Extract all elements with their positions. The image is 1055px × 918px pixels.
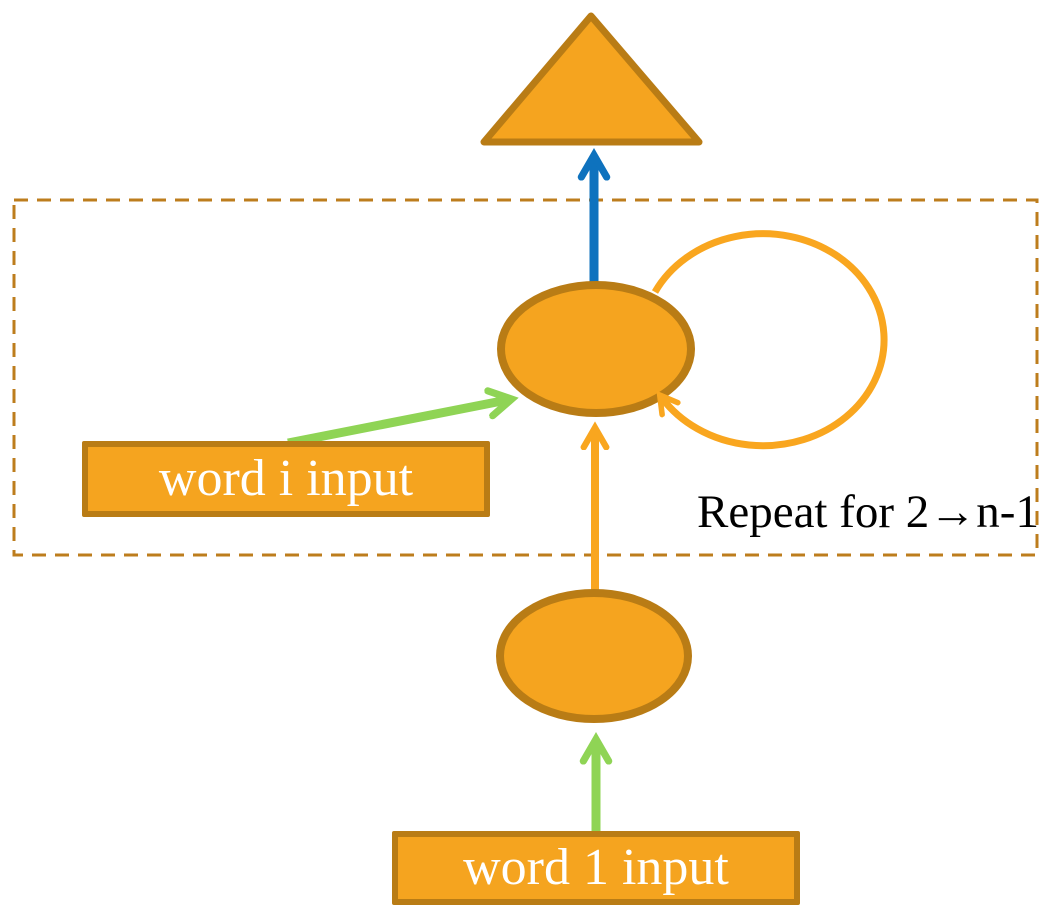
output-triangle (480, 12, 703, 146)
word-i-input-label: word i input (158, 450, 414, 507)
repeat-note-label: Repeat for 2→n-1 (697, 486, 1039, 538)
self-loop-arrow (651, 230, 888, 450)
repeat-region-dashed-border (12, 198, 1039, 557)
recurrent-node-ellipse (497, 281, 695, 417)
word-1-input-box: word 1 input (392, 831, 800, 905)
word-i-input-box: word i input (82, 441, 490, 517)
word-1-input-label: word 1 input (463, 839, 729, 896)
first-step-node-ellipse (496, 589, 692, 723)
word-i-input-arrow (287, 400, 507, 448)
